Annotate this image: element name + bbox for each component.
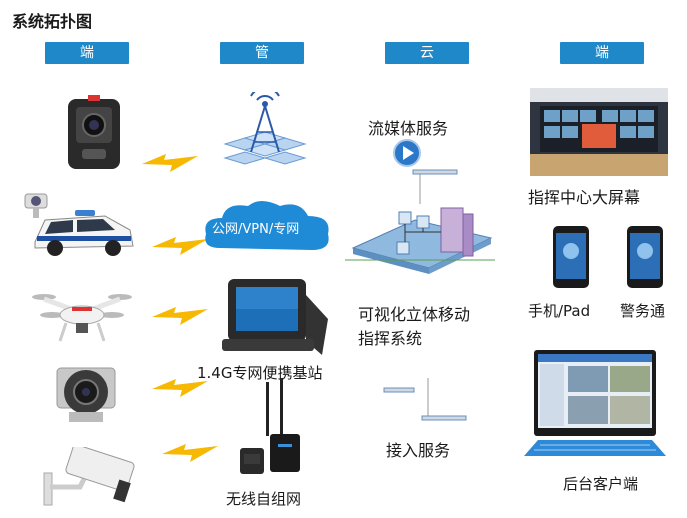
lightning-bolt-icon [152,379,208,397]
phone-icon [553,226,589,288]
video-wall-icon [530,88,668,176]
rugged-laptop-icon [222,279,328,355]
drone-icon [32,294,132,342]
wireless-label: 无线自组网 [226,490,302,508]
access-label: 接入服务 [386,441,451,460]
network-cloud-icon [205,201,329,250]
dome-camera-icon [56,367,116,422]
diagram-title: 系统拓扑图 [12,12,93,31]
base-station-label: 1.4G专网便携基站 [197,364,323,382]
desktop-client-icon [524,350,666,456]
phone-pad-label: 手机/Pad [528,302,591,320]
streaming-label: 流媒体服务 [368,119,449,138]
wireless-radio-icon [240,378,300,474]
lightning-bolt-icon [152,237,208,255]
network-label: 公网/VPN/专网 [212,222,300,237]
server-network-icon [345,169,495,274]
column-header-end-right: 端 [560,42,644,64]
cell-tower-icon [223,92,307,165]
access-server-icon [383,378,467,421]
column-header-cloud: 云 [385,42,469,64]
command-system-label: 可视化立体移动 指挥系统 [358,305,471,348]
column-header-pipe: 管 [220,42,304,64]
column-header-end-left: 端 [45,42,129,64]
client-label: 后台客户端 [563,475,639,493]
bullet-camera-icon [43,447,135,506]
police-phone-icon [627,226,663,288]
police-terminal-label: 警务通 [620,302,666,320]
lightning-bolt-icon [152,307,208,325]
play-icon [393,139,421,167]
big-screen-label: 指挥中心大屏幕 [528,188,641,207]
lightning-bolt-icon [142,154,198,172]
police-car-icon [24,193,134,256]
body-camera-icon [68,95,120,169]
lightning-bolt-icon [162,444,218,462]
